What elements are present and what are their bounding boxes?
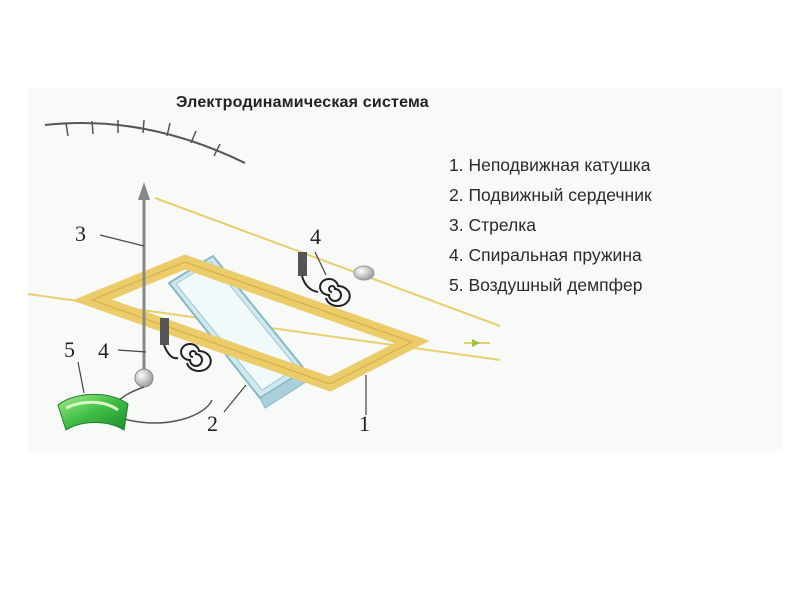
spring-holder-left [160, 318, 169, 345]
legend-item-damper: 5. Воздушный демпфер [449, 275, 643, 295]
legend-item-coil: 1. Неподвижная катушка [449, 155, 651, 175]
dial-scale [44, 119, 246, 164]
legend-item-core: 2. Подвижный сердечник [449, 185, 652, 205]
callout-coil: 1 [359, 411, 370, 436]
leader-lines [77, 234, 367, 415]
legend: 1. Неподвижная катушка 2. Подвижный серд… [449, 150, 652, 300]
callout-spring-left: 4 [98, 338, 109, 363]
spiral-spring-top-icon [301, 275, 351, 307]
callout-pointer: 3 [75, 221, 86, 246]
spring-holder-top [298, 252, 307, 276]
bearing [353, 265, 375, 281]
legend-item-spring: 4. Спиральная пружина [449, 245, 642, 265]
fixed-coil [72, 254, 430, 392]
diagram-title: Электродинамическая система [176, 94, 429, 111]
legend-item-pointer: 3. Стрелка [449, 215, 536, 235]
air-damper [57, 386, 213, 431]
callout-damper: 5 [64, 337, 75, 362]
pointer [134, 182, 154, 388]
callout-core: 2 [207, 411, 218, 436]
callout-spring-top: 4 [310, 224, 321, 249]
spiral-spring-left-icon [163, 343, 212, 372]
